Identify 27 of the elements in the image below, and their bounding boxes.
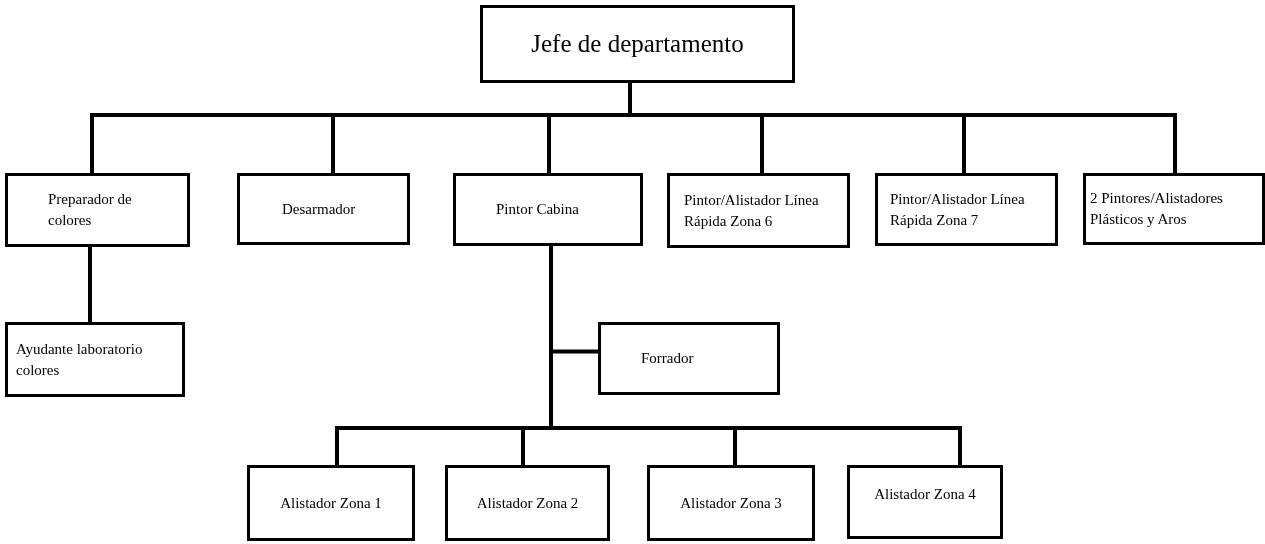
role-title: 2 Pintores/Alistadores Plásticos y Aros xyxy=(1090,189,1224,229)
org-chart-box xyxy=(237,173,410,245)
role-title: Preparador de colores xyxy=(48,190,133,230)
org-chart-box xyxy=(453,173,643,246)
org-chart-box xyxy=(480,5,795,83)
role-title: Jefe de departamento xyxy=(531,29,744,59)
org-chart-box xyxy=(598,322,780,395)
role-title: Alistador Zona 4 xyxy=(874,485,976,504)
role-title: Forrador xyxy=(641,349,694,368)
connector-line xyxy=(88,247,92,322)
role-title: Alistador Zona 2 xyxy=(476,493,579,513)
org-chart-box xyxy=(875,173,1058,246)
org-chart-box xyxy=(1083,173,1265,245)
role-title: Alistador Zona 3 xyxy=(680,493,782,513)
role-title: Pintor Cabina xyxy=(496,200,579,219)
role-title: Ayudante laboratorio colores xyxy=(16,339,144,380)
org-chart-box xyxy=(847,465,1003,539)
org-chart-box xyxy=(247,465,415,541)
role-title: Pintor/Alistador Línea Rápida Zona 6 xyxy=(684,190,820,231)
org-chart-box xyxy=(647,465,815,541)
role-title: Pintor/Alistador Línea Rápida Zona 7 xyxy=(890,189,1026,230)
org-chart-box xyxy=(5,322,185,397)
org-chart-box xyxy=(5,173,190,247)
role-title: Alistador Zona 1 xyxy=(280,493,382,513)
role-title: Desarmador xyxy=(282,199,356,219)
org-chart-box xyxy=(445,465,610,541)
org-chart-box xyxy=(667,173,850,248)
